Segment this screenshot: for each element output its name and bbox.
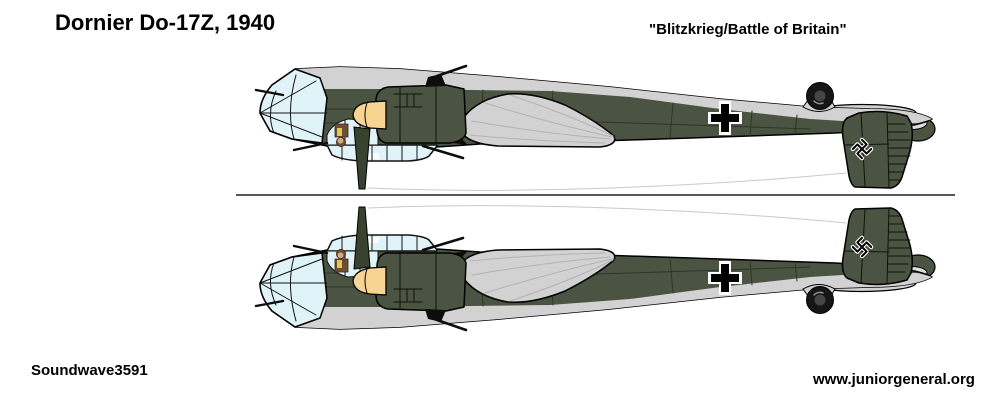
fold-separator-line [236, 194, 955, 196]
aircraft-profile-bottom [250, 203, 950, 343]
aircraft-profile-top-inverted [250, 53, 950, 193]
website-url: www.juniorgeneral.org [813, 371, 975, 388]
page-title: Dornier Do-17Z, 1940 [55, 10, 276, 35]
author-credit: Soundwave3591 [31, 362, 148, 379]
page-subtitle: "Blitzkrieg/Battle of Britain" [649, 21, 847, 38]
